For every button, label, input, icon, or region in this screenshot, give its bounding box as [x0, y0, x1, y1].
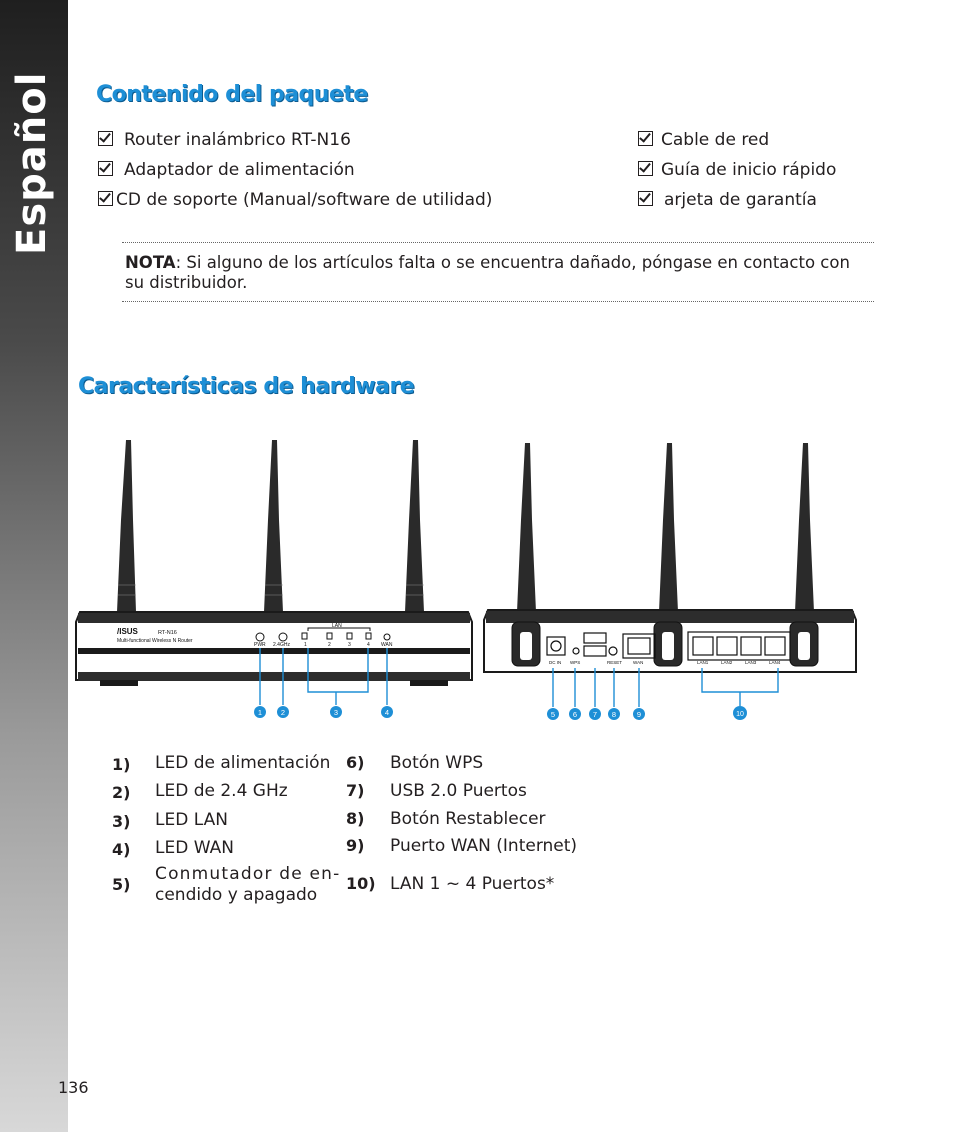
- svg-text:2: 2: [281, 708, 285, 717]
- note-block: NOTA: Si alguno de los artículos falta o…: [125, 253, 870, 293]
- feature-number: 8): [346, 809, 365, 828]
- feature-number: 6): [346, 753, 365, 772]
- note-label: NOTA: [125, 253, 176, 272]
- svg-text:WAN: WAN: [381, 642, 393, 648]
- svg-text:LAN: LAN: [332, 623, 342, 629]
- callout-markers: [254, 706, 747, 720]
- svg-text:5: 5: [551, 710, 555, 719]
- feature-number: 5): [112, 875, 131, 894]
- svg-text:2.4GHz: 2.4GHz: [273, 642, 290, 648]
- feature-label: LED de alimentación: [155, 753, 331, 773]
- note-text: : Si alguno de los artículos falta o se …: [125, 253, 850, 292]
- checkbox-icon: [98, 161, 113, 176]
- feature-number: 1): [112, 755, 131, 774]
- feature-number: 10): [346, 874, 376, 893]
- svg-text:LAN1: LAN1: [697, 660, 709, 665]
- checkbox-icon: [98, 191, 113, 206]
- package-item-router: Router inalámbrico RT-N16: [98, 129, 351, 151]
- svg-text:6: 6: [573, 710, 577, 719]
- svg-text:1: 1: [304, 642, 307, 648]
- checkbox-icon: [98, 131, 113, 146]
- feature-label: LED WAN: [155, 838, 234, 858]
- package-item-adapter: Adaptador de alimentación: [98, 159, 355, 181]
- svg-text:3: 3: [334, 708, 338, 717]
- svg-text:Multi-functional Wireless N Ro: Multi-functional Wireless N Router: [117, 638, 193, 644]
- checkbox-icon: [638, 191, 653, 206]
- callout-leader-lines: [259, 648, 779, 707]
- package-contents-heading: Contenido del paquete: [96, 82, 368, 107]
- feature-number: 7): [346, 781, 365, 800]
- back-router-illustration: DC IN WPS RESET WAN LAN1 LAN2 LAN3 LAN4: [483, 443, 857, 673]
- checkbox-icon: [638, 131, 653, 146]
- svg-text:4: 4: [385, 708, 389, 717]
- svg-text:LAN3: LAN3: [745, 660, 757, 665]
- checkbox-icon: [638, 161, 653, 176]
- note-divider-top: [122, 242, 874, 243]
- svg-text:PWR: PWR: [254, 642, 266, 648]
- feature-label-continued: cendido y apagado: [155, 885, 318, 905]
- feature-number: 2): [112, 783, 131, 802]
- feature-label: LED LAN: [155, 810, 228, 830]
- package-item-guide: Guía de inicio rápido: [638, 159, 836, 181]
- feature-label: Conmutador de en-: [155, 864, 341, 884]
- feature-number: 4): [112, 840, 131, 859]
- note-divider-bottom: [122, 301, 874, 302]
- page-number: 136: [58, 1078, 89, 1097]
- svg-text:1: 1: [258, 708, 262, 717]
- feature-number: 9): [346, 836, 365, 855]
- svg-text:3: 3: [348, 642, 351, 648]
- feature-label: LED de 2.4 GHz: [155, 781, 288, 801]
- package-item-warranty: arjeta de garantía: [638, 189, 817, 211]
- svg-text:9: 9: [637, 710, 641, 719]
- package-item-cable: Cable de red: [638, 129, 769, 151]
- svg-text:4: 4: [367, 642, 370, 648]
- svg-text:RESET: RESET: [607, 660, 622, 665]
- svg-text:8: 8: [612, 710, 616, 719]
- feature-label: Puerto WAN (Internet): [390, 836, 578, 856]
- feature-label: Botón WPS: [390, 753, 484, 773]
- sidebar-language-title: Español: [9, 71, 55, 255]
- svg-text:LAN4: LAN4: [769, 660, 781, 665]
- svg-text:DC IN: DC IN: [549, 660, 561, 665]
- feature-number: 3): [112, 812, 131, 831]
- svg-text:2: 2: [328, 642, 331, 648]
- feature-label: Botón Restablecer: [390, 809, 546, 829]
- front-router-illustration: /ISUS RT-N16 Multi-functional Wireless N…: [75, 440, 473, 686]
- sidebar: Español: [0, 0, 68, 1132]
- svg-text:/ISUS: /ISUS: [117, 627, 139, 636]
- feature-label: USB 2.0 Puertos: [390, 781, 527, 801]
- svg-text:WPS: WPS: [570, 660, 580, 665]
- hardware-features-heading: Características de hardware: [78, 374, 415, 399]
- svg-text:7: 7: [593, 710, 597, 719]
- svg-text:RT-N16: RT-N16: [158, 630, 177, 636]
- svg-text:WAN: WAN: [633, 660, 643, 665]
- svg-text:LAN2: LAN2: [721, 660, 733, 665]
- package-item-cd: CD de soporte (Manual/software de utilid…: [98, 189, 492, 211]
- svg-text:10: 10: [736, 711, 744, 718]
- feature-label: LAN 1 ~ 4 Puertos*: [390, 874, 555, 894]
